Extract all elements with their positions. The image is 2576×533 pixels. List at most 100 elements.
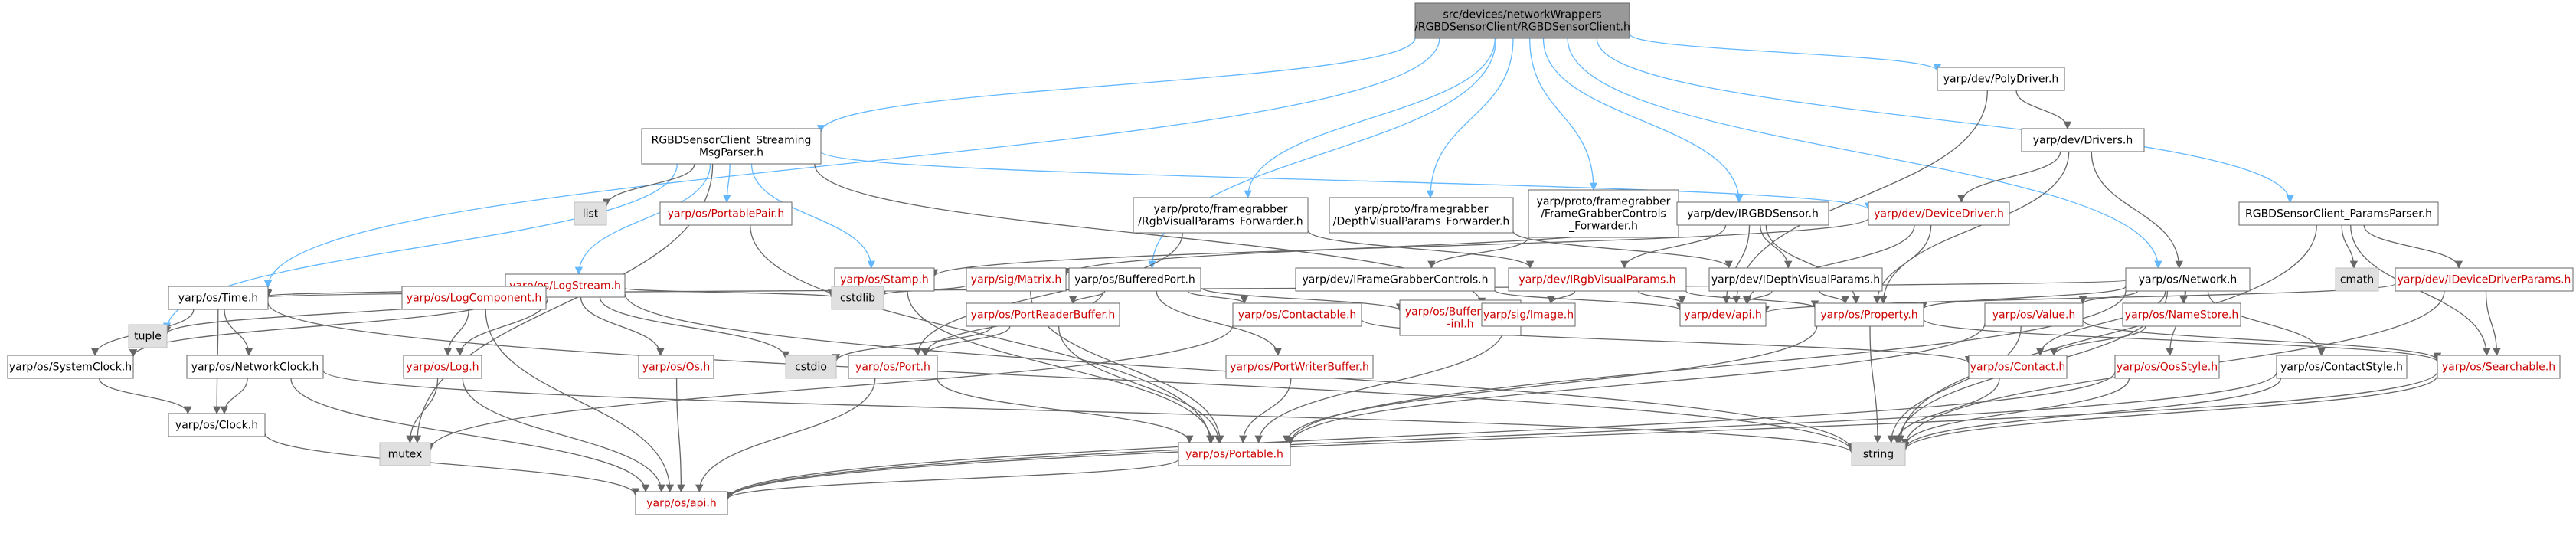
node-time[interactable]: yarp/os/Time.h [168, 286, 269, 310]
node-label-matrix: yarp/sig/Matrix.h [971, 273, 1061, 286]
edge-iDepthParams-to-devApi [1742, 290, 1773, 305]
node-logComponent[interactable]: yarp/os/LogComponent.h [401, 286, 547, 310]
node-box-matrix [966, 267, 1067, 292]
node-label-log: yarp/os/Log.h [406, 361, 479, 373]
node-box-mutex [379, 442, 431, 466]
node-box-rgbFwd [1133, 197, 1309, 234]
edge-bufferedPort-to-contactable [1187, 290, 1248, 305]
node-box-depthFwd [1329, 197, 1514, 234]
node-contactStyle[interactable]: yarp/os/ContactStyle.h [2276, 355, 2408, 379]
edge-bufferedPort-to-portWriterBuffer [1156, 290, 1282, 357]
node-contact[interactable]: yarp/os/Contact.h [1968, 355, 2068, 379]
node-rgbFwd[interactable]: yarp/proto/framegrabber/RgbVisualParams_… [1133, 197, 1309, 234]
node-iRgbParams[interactable]: yarp/dev/IRgbVisualParams.h [1508, 267, 1687, 292]
node-image[interactable]: yarp/sig/Image.h [1481, 302, 1576, 327]
edge-logStream-to-cstdio [599, 296, 790, 360]
node-label-cstdlib: cstdlib [840, 292, 875, 304]
node-portable[interactable]: yarp/os/Portable.h [1178, 442, 1291, 466]
node-label-irgbd: yarp/dev/IRGBDSensor.h [1687, 208, 1819, 220]
node-polyDriver[interactable]: yarp/dev/PolyDriver.h [1937, 67, 2065, 91]
edge-searchable-to-osApi [724, 371, 2438, 501]
edge-deviceDriver-to-stamp [930, 217, 1869, 277]
node-box-devApi [1679, 302, 1767, 327]
edge-property-to-searchable [1923, 319, 2441, 363]
node-drivers[interactable]: yarp/dev/Drivers.h [2021, 128, 2145, 152]
node-box-irgbd [1676, 201, 1829, 226]
node-label-stamp: yarp/os/Stamp.h [840, 273, 929, 286]
node-clock[interactable]: yarp/os/Clock.h [168, 413, 266, 437]
node-box-os [638, 355, 714, 379]
node-port[interactable]: yarp/os/Port.h [848, 355, 938, 379]
node-qosStyle[interactable]: yarp/os/QosStyle.h [2114, 355, 2220, 379]
node-label-iDepthParams: yarp/dev/IDepthVisualParams.h [1711, 273, 1880, 286]
node-iDevParams[interactable]: yarp/dev/IDeviceDriverParams.h [2395, 267, 2574, 292]
node-systemClock[interactable]: yarp/os/SystemClock.h [7, 355, 134, 379]
edge-nameStore-to-contact [2050, 325, 2146, 357]
edge-iDevParams-to-searchable [2485, 290, 2501, 357]
edge-root-to-time [263, 38, 1440, 289]
edge-contactable-to-contact [1361, 319, 1973, 365]
edge-bufferedPort-to-bufferedPortInl [1200, 286, 1404, 312]
node-network[interactable]: yarp/os/Network.h [2125, 267, 2251, 292]
node-fgcFwd[interactable]: yarp/proto/framegrabber/FrameGrabberCont… [1528, 189, 1679, 238]
node-label-nameStore: yarp/os/NameStore.h [2125, 309, 2238, 321]
node-paramsParser[interactable]: RGBDSensorClient_ParamsParser.h [2238, 201, 2439, 226]
node-box-portWriterBuffer [1225, 355, 1374, 379]
node-depthFwd[interactable]: yarp/proto/framegrabber/DepthVisualParam… [1329, 197, 1514, 234]
edge-portReaderBuffer-to-port [922, 325, 1011, 357]
node-box-log [403, 355, 482, 379]
node-nameStore[interactable]: yarp/os/NameStore.h [2122, 302, 2241, 327]
node-box-streamParser [641, 128, 822, 165]
node-label-contactable: yarp/os/Contactable.h [1238, 309, 1357, 321]
node-osApi[interactable]: yarp/os/api.h [635, 491, 728, 515]
node-label-mutex: mutex [388, 448, 423, 460]
node-matrix[interactable]: yarp/sig/Matrix.h [966, 267, 1067, 292]
node-property[interactable]: yarp/os/Property.h [1814, 302, 1924, 327]
node-box-portable [1178, 442, 1291, 466]
node-box-cstdlib [831, 286, 884, 310]
node-iDepthParams[interactable]: yarp/dev/IDepthVisualParams.h [1708, 267, 1883, 292]
node-networkClock[interactable]: yarp/os/NetworkClock.h [186, 355, 324, 379]
node-root[interactable]: src/devices/networkWrappers/RGBDSensorCl… [1414, 2, 1630, 39]
node-label-tuple: tuple [134, 330, 162, 342]
node-contactable[interactable]: yarp/os/Contactable.h [1232, 302, 1362, 327]
node-box-systemClock [7, 355, 134, 379]
node-box-deviceDriver [1868, 201, 2010, 226]
node-box-paramsParser [2238, 201, 2439, 226]
edge-bufferedPort-to-portReaderBuffer [1068, 290, 1106, 305]
node-bufferedPort[interactable]: yarp/os/BufferedPort.h [1068, 267, 1201, 292]
edge-root-to-irgbd [1542, 38, 1744, 204]
node-box-cstdio [785, 355, 837, 379]
node-log[interactable]: yarp/os/Log.h [403, 355, 482, 379]
edge-networkClock-to-clock [220, 378, 248, 415]
edge-property-to-string [1869, 325, 1882, 444]
edge-contactable-to-mutex [426, 325, 1234, 451]
node-irgbd[interactable]: yarp/dev/IRGBDSensor.h [1676, 201, 1829, 226]
node-portablePair[interactable]: yarp/os/PortablePair.h [659, 201, 793, 226]
edge-networkClock-to-string [322, 370, 1855, 454]
edge-streamParser-to-logStream [574, 163, 711, 276]
node-box-fgcFwd [1528, 189, 1679, 238]
node-box-clock [168, 413, 266, 437]
node-box-list [574, 201, 607, 226]
node-iFgc[interactable]: yarp/dev/IFrameGrabberControls.h [1295, 267, 1496, 292]
node-searchable[interactable]: yarp/os/Searchable.h [2437, 355, 2561, 379]
node-label-systemClock: yarp/os/SystemClock.h [9, 361, 132, 373]
edge-searchable-to-string [1901, 375, 2438, 452]
edge-qosStyle-to-string [1901, 378, 2130, 447]
edge-root-to-bufferedPort [1148, 38, 1497, 270]
node-portWriterBuffer[interactable]: yarp/os/PortWriterBuffer.h [1225, 355, 1374, 379]
edge-polyDriver-to-devApi [1732, 90, 1988, 305]
node-label-paramsParser: RGBDSensorClient_ParamsParser.h [2245, 208, 2432, 220]
node-deviceDriver[interactable]: yarp/dev/DeviceDriver.h [1868, 201, 2010, 226]
node-portReaderBuffer[interactable]: yarp/os/PortReaderBuffer.h [966, 302, 1120, 327]
node-label-portWriterBuffer: yarp/os/PortWriterBuffer.h [1230, 361, 1369, 373]
node-box-iDevParams [2395, 267, 2574, 292]
node-value[interactable]: yarp/os/Value.h [1984, 302, 2084, 327]
node-label-depthFwd-line1: /DepthVisualParams_Forwarder.h [1333, 215, 1510, 227]
node-label-depthFwd-line0: yarp/proto/framegrabber [1355, 203, 1489, 215]
edge-streamParser-to-stamp [750, 163, 875, 270]
node-devApi[interactable]: yarp/dev/api.h [1679, 302, 1767, 327]
node-os[interactable]: yarp/os/Os.h [638, 355, 714, 379]
